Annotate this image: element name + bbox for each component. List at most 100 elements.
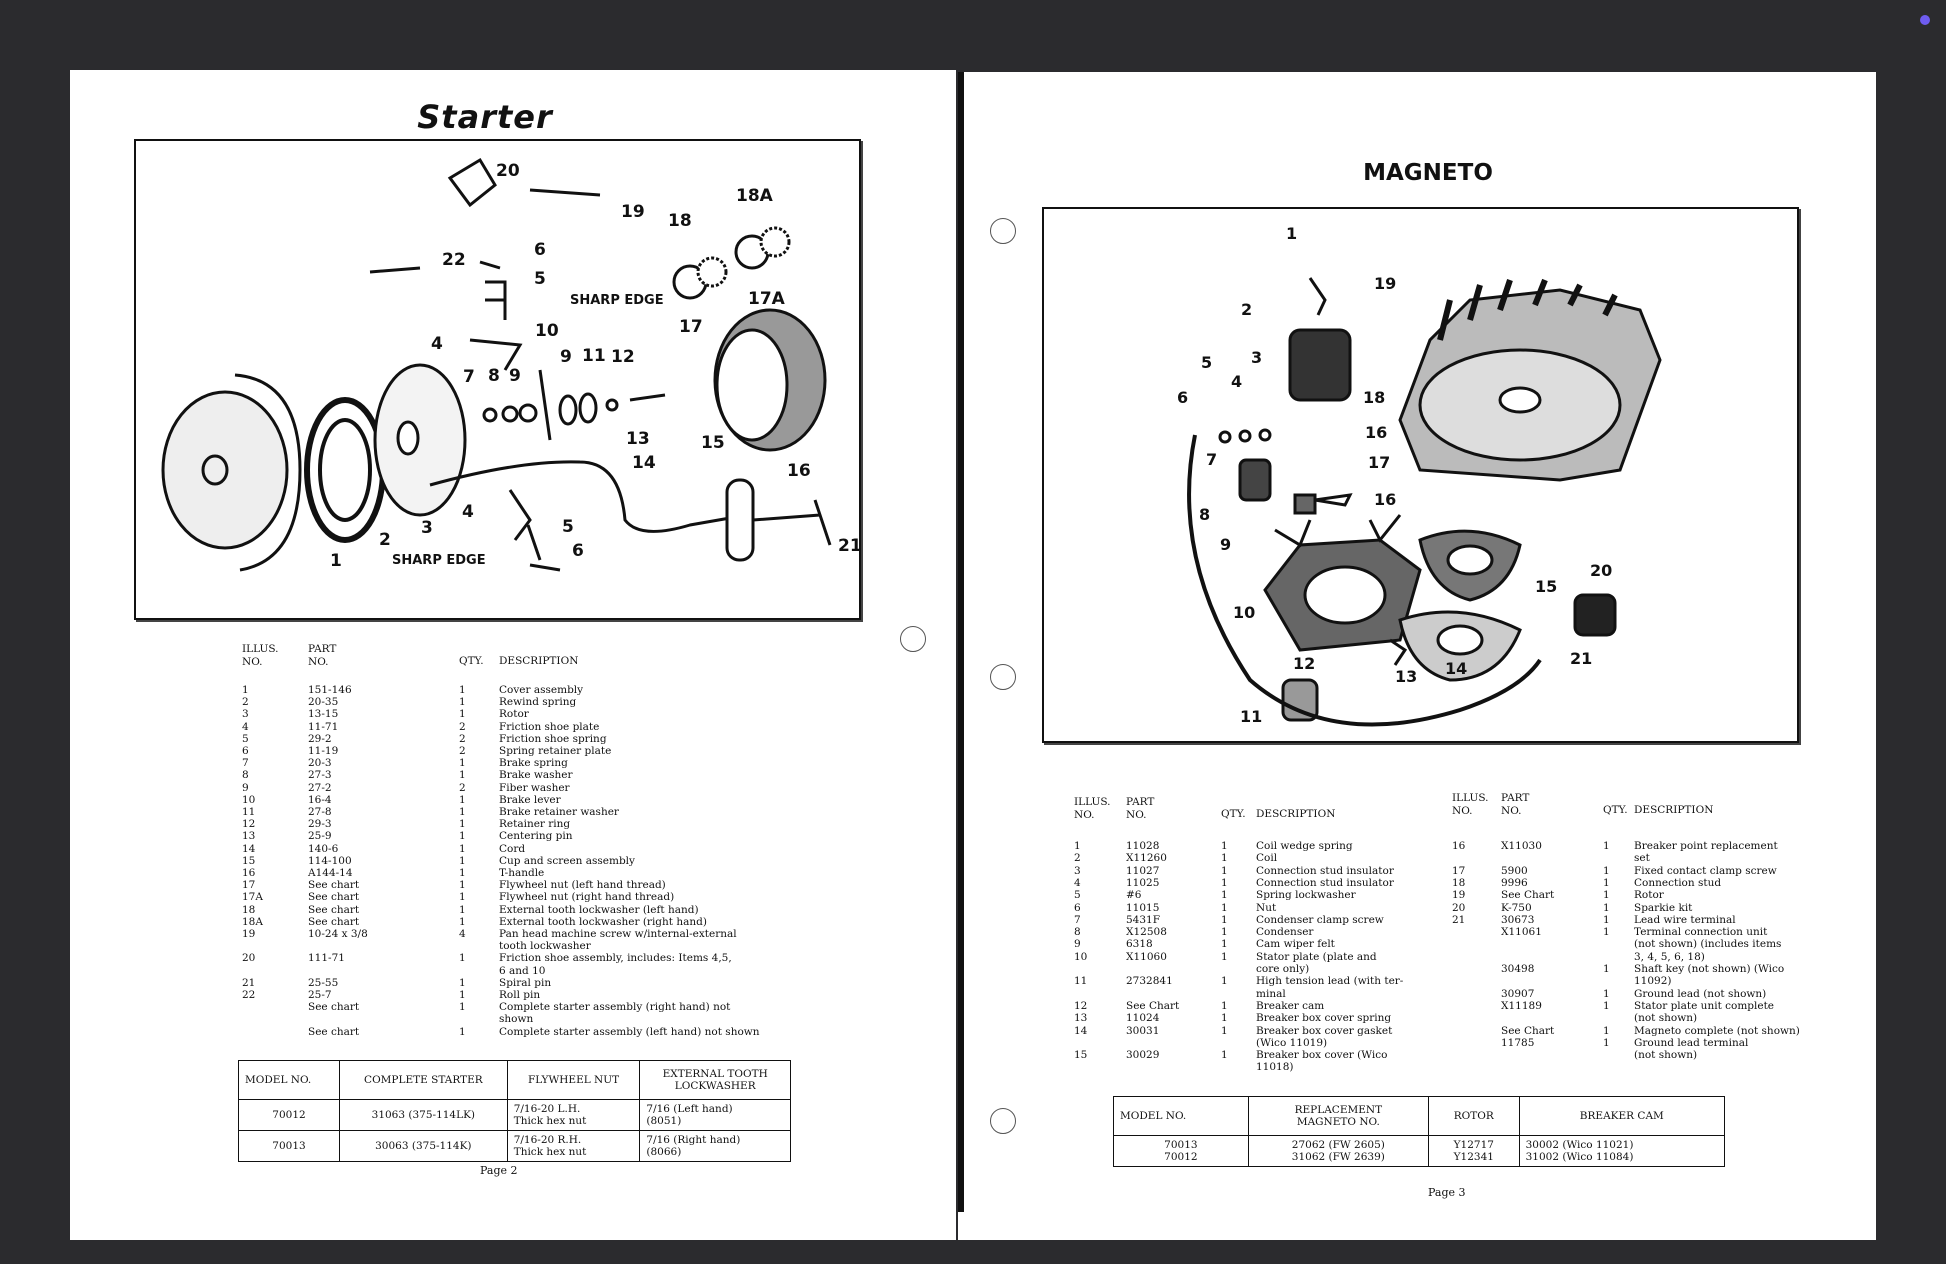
- cell-part: 30031: [1126, 1024, 1160, 1037]
- cell-desc: Magneto complete (not shown): [1634, 1024, 1800, 1037]
- cell-illus: 6: [242, 745, 249, 757]
- small-parts-drawing: [1218, 428, 1408, 722]
- column-header-illus: ILLUS. NO.: [1452, 792, 1489, 817]
- cell-qty: 1: [459, 1025, 466, 1038]
- cell-part: 30907: [1501, 987, 1535, 1000]
- callout-label: 19: [621, 202, 645, 222]
- cell-qty: 1: [459, 867, 466, 879]
- callout-label: 5: [1201, 353, 1212, 372]
- cell-desc: Rotor: [499, 708, 529, 721]
- cell-part: X11030: [1501, 840, 1542, 852]
- callout-label: 20: [496, 161, 520, 181]
- cell-part: 29-3: [308, 818, 332, 831]
- cell-desc: Connection stud insulator: [1256, 876, 1394, 889]
- cell-illus: 21: [242, 976, 256, 989]
- column-header-desc: DESCRIPTION: [499, 655, 579, 667]
- cell-part: See chart: [308, 915, 360, 928]
- table-row-continuation: (not shown): [958, 1049, 1876, 1061]
- cell-desc: tooth lockwasher: [499, 940, 591, 953]
- cell-part: 25-7: [308, 989, 332, 1001]
- callout-label: 14: [632, 453, 656, 473]
- cell-illus: 11: [1074, 975, 1088, 988]
- cell-qty: 1: [1603, 901, 1610, 914]
- callout-label: 4: [462, 502, 474, 522]
- callout-label: 13: [626, 429, 650, 449]
- column-header-desc: DESCRIPTION: [1634, 804, 1714, 816]
- cell-desc: Terminal connection unit: [1634, 926, 1768, 939]
- cell-illus: 5: [1074, 889, 1081, 902]
- cell-qty: 1: [1221, 840, 1228, 852]
- cell-desc: (not shown) (includes items: [1634, 938, 1782, 951]
- cell-part: 13-15: [308, 708, 339, 721]
- cell-desc: core only): [1256, 963, 1310, 975]
- cell-qty: 1: [1603, 1024, 1610, 1037]
- cell-desc: set: [1634, 852, 1650, 865]
- cell-illus: 12: [1074, 999, 1088, 1012]
- table-row-continuation: (not shown) (includes items: [958, 938, 1876, 950]
- cell-desc: Connection stud insulator: [1256, 864, 1394, 877]
- callout-label: 22: [442, 250, 466, 270]
- model-table-header: EXTERNAL TOOTH LOCKWASHER: [639, 1060, 791, 1100]
- cell-qty: 2: [459, 745, 466, 757]
- table-row-continuation: core only): [958, 963, 1876, 975]
- cell-part: 30029: [1126, 1049, 1160, 1062]
- cell-illus: 14: [1074, 1024, 1088, 1037]
- punch-hole: [900, 626, 926, 652]
- cell-desc: Complete starter assembly (right hand) n…: [499, 1001, 731, 1014]
- callout-label: 6: [534, 240, 546, 260]
- cell-qty: 1: [459, 891, 466, 904]
- cell-illus: 6: [1074, 901, 1081, 914]
- cell-desc: Lead wire terminal: [1634, 913, 1736, 926]
- cell-part: 11027: [1126, 864, 1160, 877]
- cup-and-screen-drawing: [713, 308, 827, 452]
- cell-illus: 19: [242, 928, 256, 940]
- callout-label: 9: [509, 366, 521, 386]
- cell-qty: 1: [459, 806, 466, 818]
- callout-label: 1: [330, 551, 342, 571]
- cell-illus: 14: [242, 842, 256, 855]
- cell-illus: 11: [242, 806, 256, 818]
- cell-illus: 20: [242, 952, 256, 965]
- model-table-cell: 70013: [238, 1130, 340, 1162]
- cell-qty: 1: [1603, 889, 1610, 902]
- callout-label: 9: [1220, 535, 1231, 554]
- callout-label: 16: [787, 461, 811, 481]
- stator-plate-drawing: [1263, 514, 1422, 652]
- cell-part: A144-14: [308, 867, 353, 879]
- cell-qty: 1: [1221, 975, 1228, 988]
- cell-illus: 9: [242, 781, 249, 794]
- rewind-spring-drawing: [304, 397, 386, 543]
- cell-desc: Stator plate unit complete: [1634, 999, 1775, 1012]
- cell-desc: Rewind spring: [499, 696, 577, 709]
- cell-desc: Stator plate (plate and: [1256, 950, 1377, 963]
- table-row-continuation: 11092): [958, 975, 1876, 987]
- cell-desc: Cover assembly: [499, 684, 584, 696]
- cell-desc: Friction shoe assembly, includes: Items …: [499, 952, 732, 965]
- cell-desc: Fiber washer: [499, 781, 570, 794]
- column-header-part: PART NO.: [308, 643, 337, 668]
- column-header-desc: DESCRIPTION: [1256, 808, 1336, 820]
- callout-label: 6: [572, 541, 584, 561]
- cell-part: 11785: [1501, 1036, 1535, 1049]
- cell-part: 9996: [1501, 876, 1528, 889]
- callout-label: 16: [1365, 423, 1387, 442]
- callout-label: 17: [1368, 453, 1390, 472]
- column-header-qty: QTY.: [1221, 808, 1246, 820]
- cell-qty: 1: [1603, 926, 1610, 939]
- cell-qty: 1: [1221, 938, 1228, 951]
- callout-label: 21: [838, 536, 862, 556]
- cell-qty: 1: [1603, 999, 1610, 1012]
